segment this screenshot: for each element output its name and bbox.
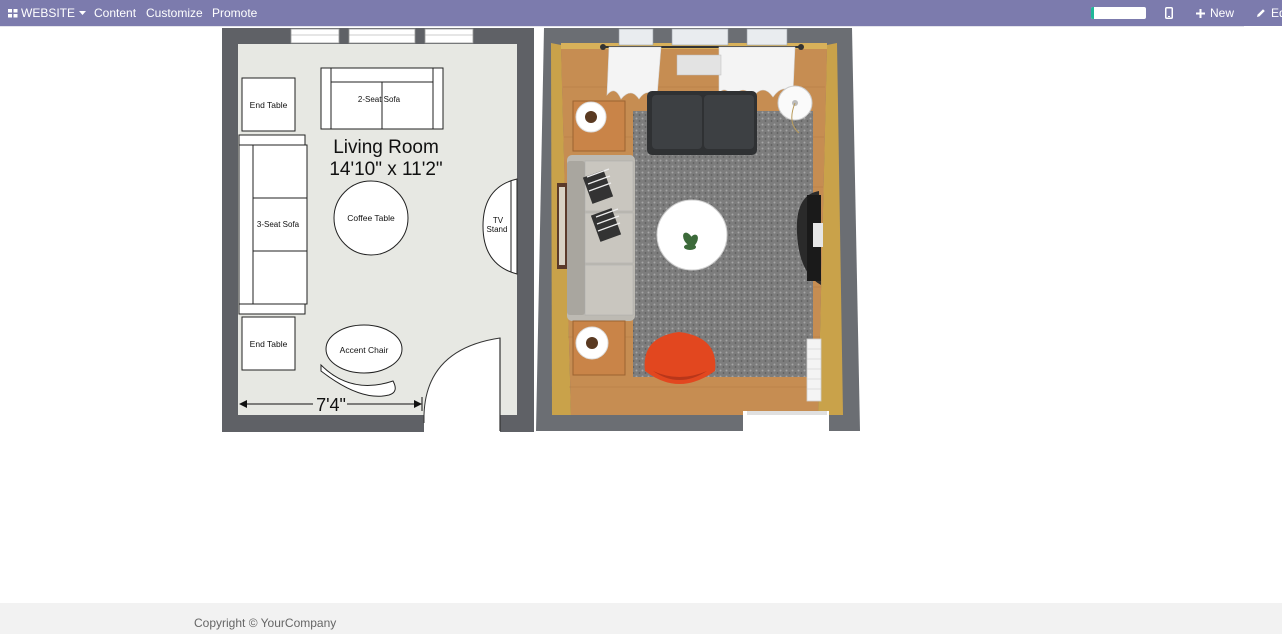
three-seat-sofa-label: 3-Seat Sofa	[257, 220, 300, 229]
two-seat-sofa-label: 2-Seat Sofa	[358, 95, 401, 104]
room-name: Living Room	[333, 137, 439, 158]
mobile-preview-button[interactable]	[1165, 0, 1173, 26]
coffee-table-label: Coffee Table	[347, 213, 395, 223]
progress-fill	[1091, 7, 1095, 19]
floor-plan-2d: End Table 2-Seat Sofa Living Room 14'10"…	[222, 28, 534, 433]
room-dimensions: 14'10" x 11'2"	[329, 159, 442, 180]
promote-menu[interactable]: Promote	[212, 6, 258, 20]
edit-button[interactable]: Ed	[1256, 0, 1282, 26]
content-menu[interactable]: Content	[94, 6, 137, 20]
website-menu-label: WEBSITE	[21, 6, 76, 20]
new-button[interactable]: New	[1196, 0, 1234, 26]
copyright-text: Copyright © YourCompany	[194, 616, 337, 630]
plus-icon	[1196, 8, 1205, 18]
website-menu[interactable]: WEBSITE	[8, 0, 87, 26]
customize-menu[interactable]: Customize	[146, 6, 203, 20]
footer: Copyright © YourCompany	[0, 603, 1282, 634]
topbar-divider	[0, 26, 1282, 27]
new-button-label: New	[1210, 6, 1235, 20]
mobile-phone-icon	[1165, 7, 1173, 19]
caret-down-icon	[79, 11, 87, 15]
accent-chair-label: Accent Chair	[340, 345, 389, 355]
floor-plan-3d	[536, 28, 860, 433]
tv-stand-label-1: TV	[493, 216, 504, 225]
progress-bar	[1091, 7, 1146, 19]
door-width-dimension: 7'4"	[316, 395, 346, 415]
edit-button-label: Ed	[1271, 6, 1282, 20]
website-editor-topbar: WEBSITE Content Customize Promote New Ed	[0, 0, 1282, 26]
floor-plan-image: End Table 2-Seat Sofa Living Room 14'10"…	[221, 27, 861, 433]
end-table-top-label: End Table	[250, 100, 288, 110]
tv-stand-label-2: Stand	[487, 225, 508, 234]
apps-grid-icon	[8, 8, 18, 18]
pencil-icon	[1256, 8, 1266, 18]
end-table-bottom-label: End Table	[250, 339, 288, 349]
